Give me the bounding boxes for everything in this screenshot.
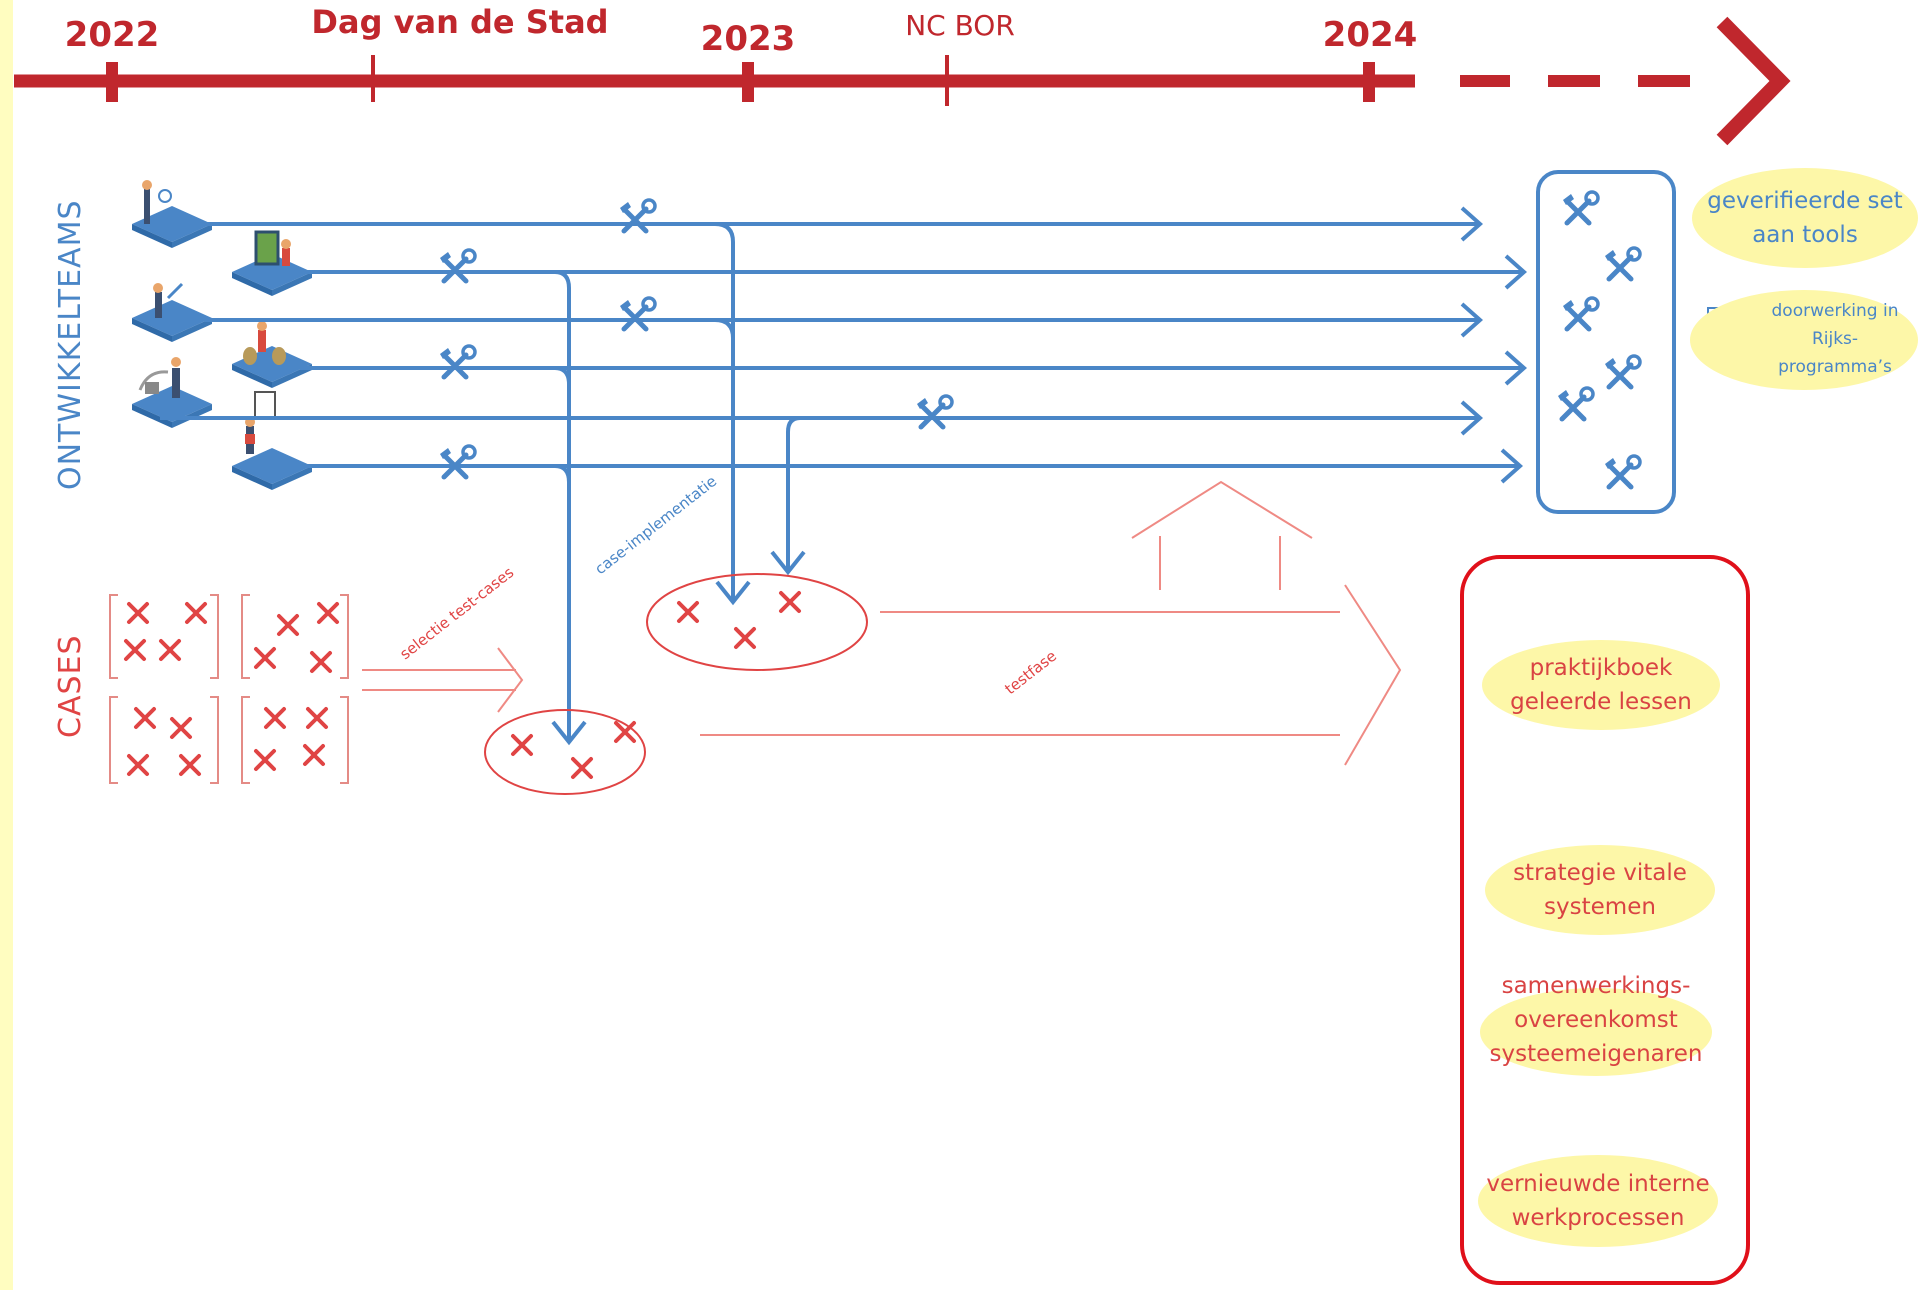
year-2022-label: 2022 bbox=[65, 15, 160, 55]
team-tile-icon bbox=[132, 180, 212, 248]
case-x-icon bbox=[303, 744, 325, 766]
case-x-icon bbox=[511, 734, 533, 756]
testphase-arrow bbox=[700, 584, 1402, 766]
team-tiles bbox=[132, 180, 312, 490]
case-groups bbox=[109, 594, 349, 784]
case-x-icon bbox=[614, 721, 636, 743]
team-tile-icon bbox=[232, 417, 312, 490]
case-x-icon bbox=[264, 707, 286, 729]
tool-icon bbox=[620, 298, 655, 329]
testphase-label: testfase bbox=[1001, 647, 1060, 698]
team-tile-icon bbox=[132, 357, 212, 428]
outcome-werkprocessen: vernieuwde interne werkprocessen bbox=[1486, 1171, 1710, 1231]
team-tile-icon bbox=[232, 230, 312, 296]
tool-icon bbox=[440, 250, 475, 281]
case-x-icon bbox=[127, 754, 149, 776]
tool-icon bbox=[440, 346, 475, 377]
case-x-icon bbox=[185, 602, 207, 624]
case-x-icon bbox=[124, 639, 146, 661]
case-x-icon bbox=[317, 602, 339, 624]
tool-icon bbox=[1605, 456, 1640, 487]
tool-icons-on-lines bbox=[440, 200, 952, 477]
outcome-bubble bbox=[1692, 168, 1918, 268]
case-x-icon bbox=[779, 591, 801, 613]
case-x-icon bbox=[306, 707, 328, 729]
row-label-cases: CASES bbox=[53, 634, 88, 738]
tool-icon bbox=[1558, 388, 1593, 419]
outcome-bubble bbox=[1485, 845, 1715, 935]
case-x-icon bbox=[170, 717, 192, 739]
outcome-bubble bbox=[1478, 1155, 1718, 1247]
case-x-icon bbox=[159, 639, 181, 661]
house-outline-icon bbox=[1131, 480, 1313, 590]
row-label-ontwikkelteams: ONTWIKKELTEAMS bbox=[53, 199, 88, 490]
milestone-dag-van-de-stad: Dag van de Stad bbox=[311, 3, 608, 41]
tool-icon bbox=[917, 396, 952, 427]
team-development-lines bbox=[160, 206, 1528, 484]
year-2024-label: 2024 bbox=[1323, 15, 1418, 55]
case-x-icon bbox=[734, 627, 756, 649]
case-x-icon bbox=[277, 614, 299, 636]
tool-icon bbox=[620, 200, 655, 231]
case-x-icon bbox=[254, 647, 276, 669]
tool-icon bbox=[1563, 298, 1598, 329]
outcome-bubble bbox=[1690, 290, 1918, 390]
case-implementation-arrows bbox=[551, 222, 806, 746]
team-tile-icon bbox=[232, 321, 312, 388]
tool-icon bbox=[1563, 192, 1598, 223]
tool-icon bbox=[1605, 356, 1640, 387]
timeline: 2022 Dag van de Stad 2023 NC BOR 2024 bbox=[14, 3, 1791, 146]
outcome-rijks: doorwerking in Rijks- programma’s bbox=[1771, 301, 1899, 377]
tool-icon bbox=[440, 446, 475, 477]
year-2023-label: 2023 bbox=[701, 19, 796, 59]
case-x-icon bbox=[254, 749, 276, 771]
tool-icon bbox=[1605, 248, 1640, 279]
milestone-nc-bor: NC BOR bbox=[905, 9, 1015, 42]
case-x-icon bbox=[127, 602, 149, 624]
case-x-icon bbox=[677, 601, 699, 623]
case-x-icon bbox=[310, 651, 332, 673]
document-sheet-icon bbox=[254, 391, 276, 419]
team-tile-icon bbox=[132, 282, 212, 342]
case-x-icon bbox=[571, 757, 593, 779]
outcome-bubble bbox=[1480, 988, 1712, 1076]
outcome-praktijkboek: praktijkboek geleerde lessen bbox=[1510, 655, 1692, 715]
left-edge-strip bbox=[0, 0, 13, 1290]
case-implementation-label: case-implementatie bbox=[591, 472, 720, 578]
tools-collection-box bbox=[1536, 170, 1676, 514]
case-x-icon bbox=[179, 754, 201, 776]
case-x-icon bbox=[134, 707, 156, 729]
timeline-arrowhead bbox=[1716, 16, 1791, 146]
outcome-samenwerking: samenwerkings- overeenkomst systeemeigen… bbox=[1489, 973, 1703, 1067]
selection-arrow bbox=[362, 647, 524, 713]
case-outcomes-box bbox=[1460, 555, 1750, 1285]
outcome-strategie: strategie vitale systemen bbox=[1513, 860, 1687, 920]
outcome-tools: geverifieerde set aan tools bbox=[1707, 188, 1903, 248]
test-case-clusters bbox=[484, 573, 868, 795]
outcome-bubble bbox=[1482, 640, 1720, 730]
timeline-ticks bbox=[106, 55, 1375, 106]
